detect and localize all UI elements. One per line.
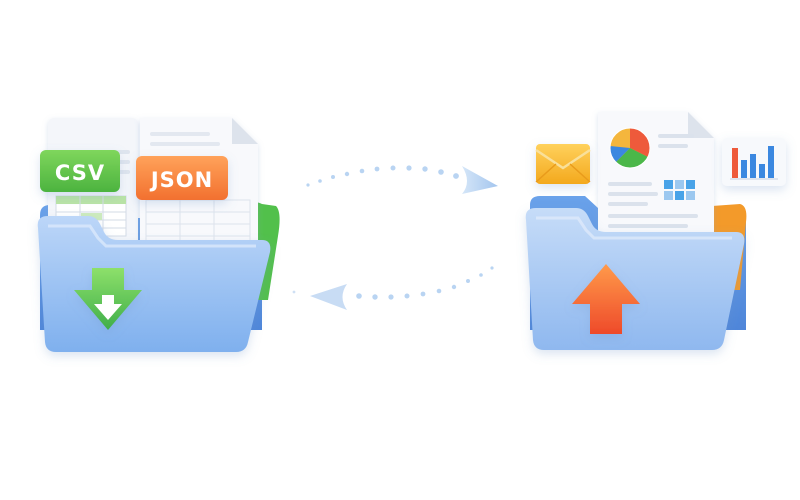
json-badge-label: JSON xyxy=(149,168,213,192)
json-badge: JSON xyxy=(136,156,228,200)
export-folder-front xyxy=(525,208,745,350)
arrow-right-icon xyxy=(462,166,498,194)
bar-chart-icon xyxy=(722,138,786,186)
export-folder xyxy=(525,112,786,350)
import-folder: CSV JSON xyxy=(37,118,280,352)
csv-badge: CSV xyxy=(40,150,120,192)
mini-grid-icon xyxy=(664,180,695,200)
csv-badge-label: CSV xyxy=(55,161,105,185)
report-document-icon xyxy=(598,112,714,246)
flow-bottom-dots xyxy=(356,266,494,300)
arrow-left-icon xyxy=(310,284,347,310)
import-folder-front xyxy=(37,216,271,352)
download-arrow-icon xyxy=(74,268,142,330)
flow-arrows xyxy=(292,165,498,310)
upload-arrow-icon xyxy=(572,264,640,334)
envelope-icon xyxy=(535,144,591,184)
flow-top-dots xyxy=(306,165,459,187)
pie-chart-icon xyxy=(609,127,651,169)
